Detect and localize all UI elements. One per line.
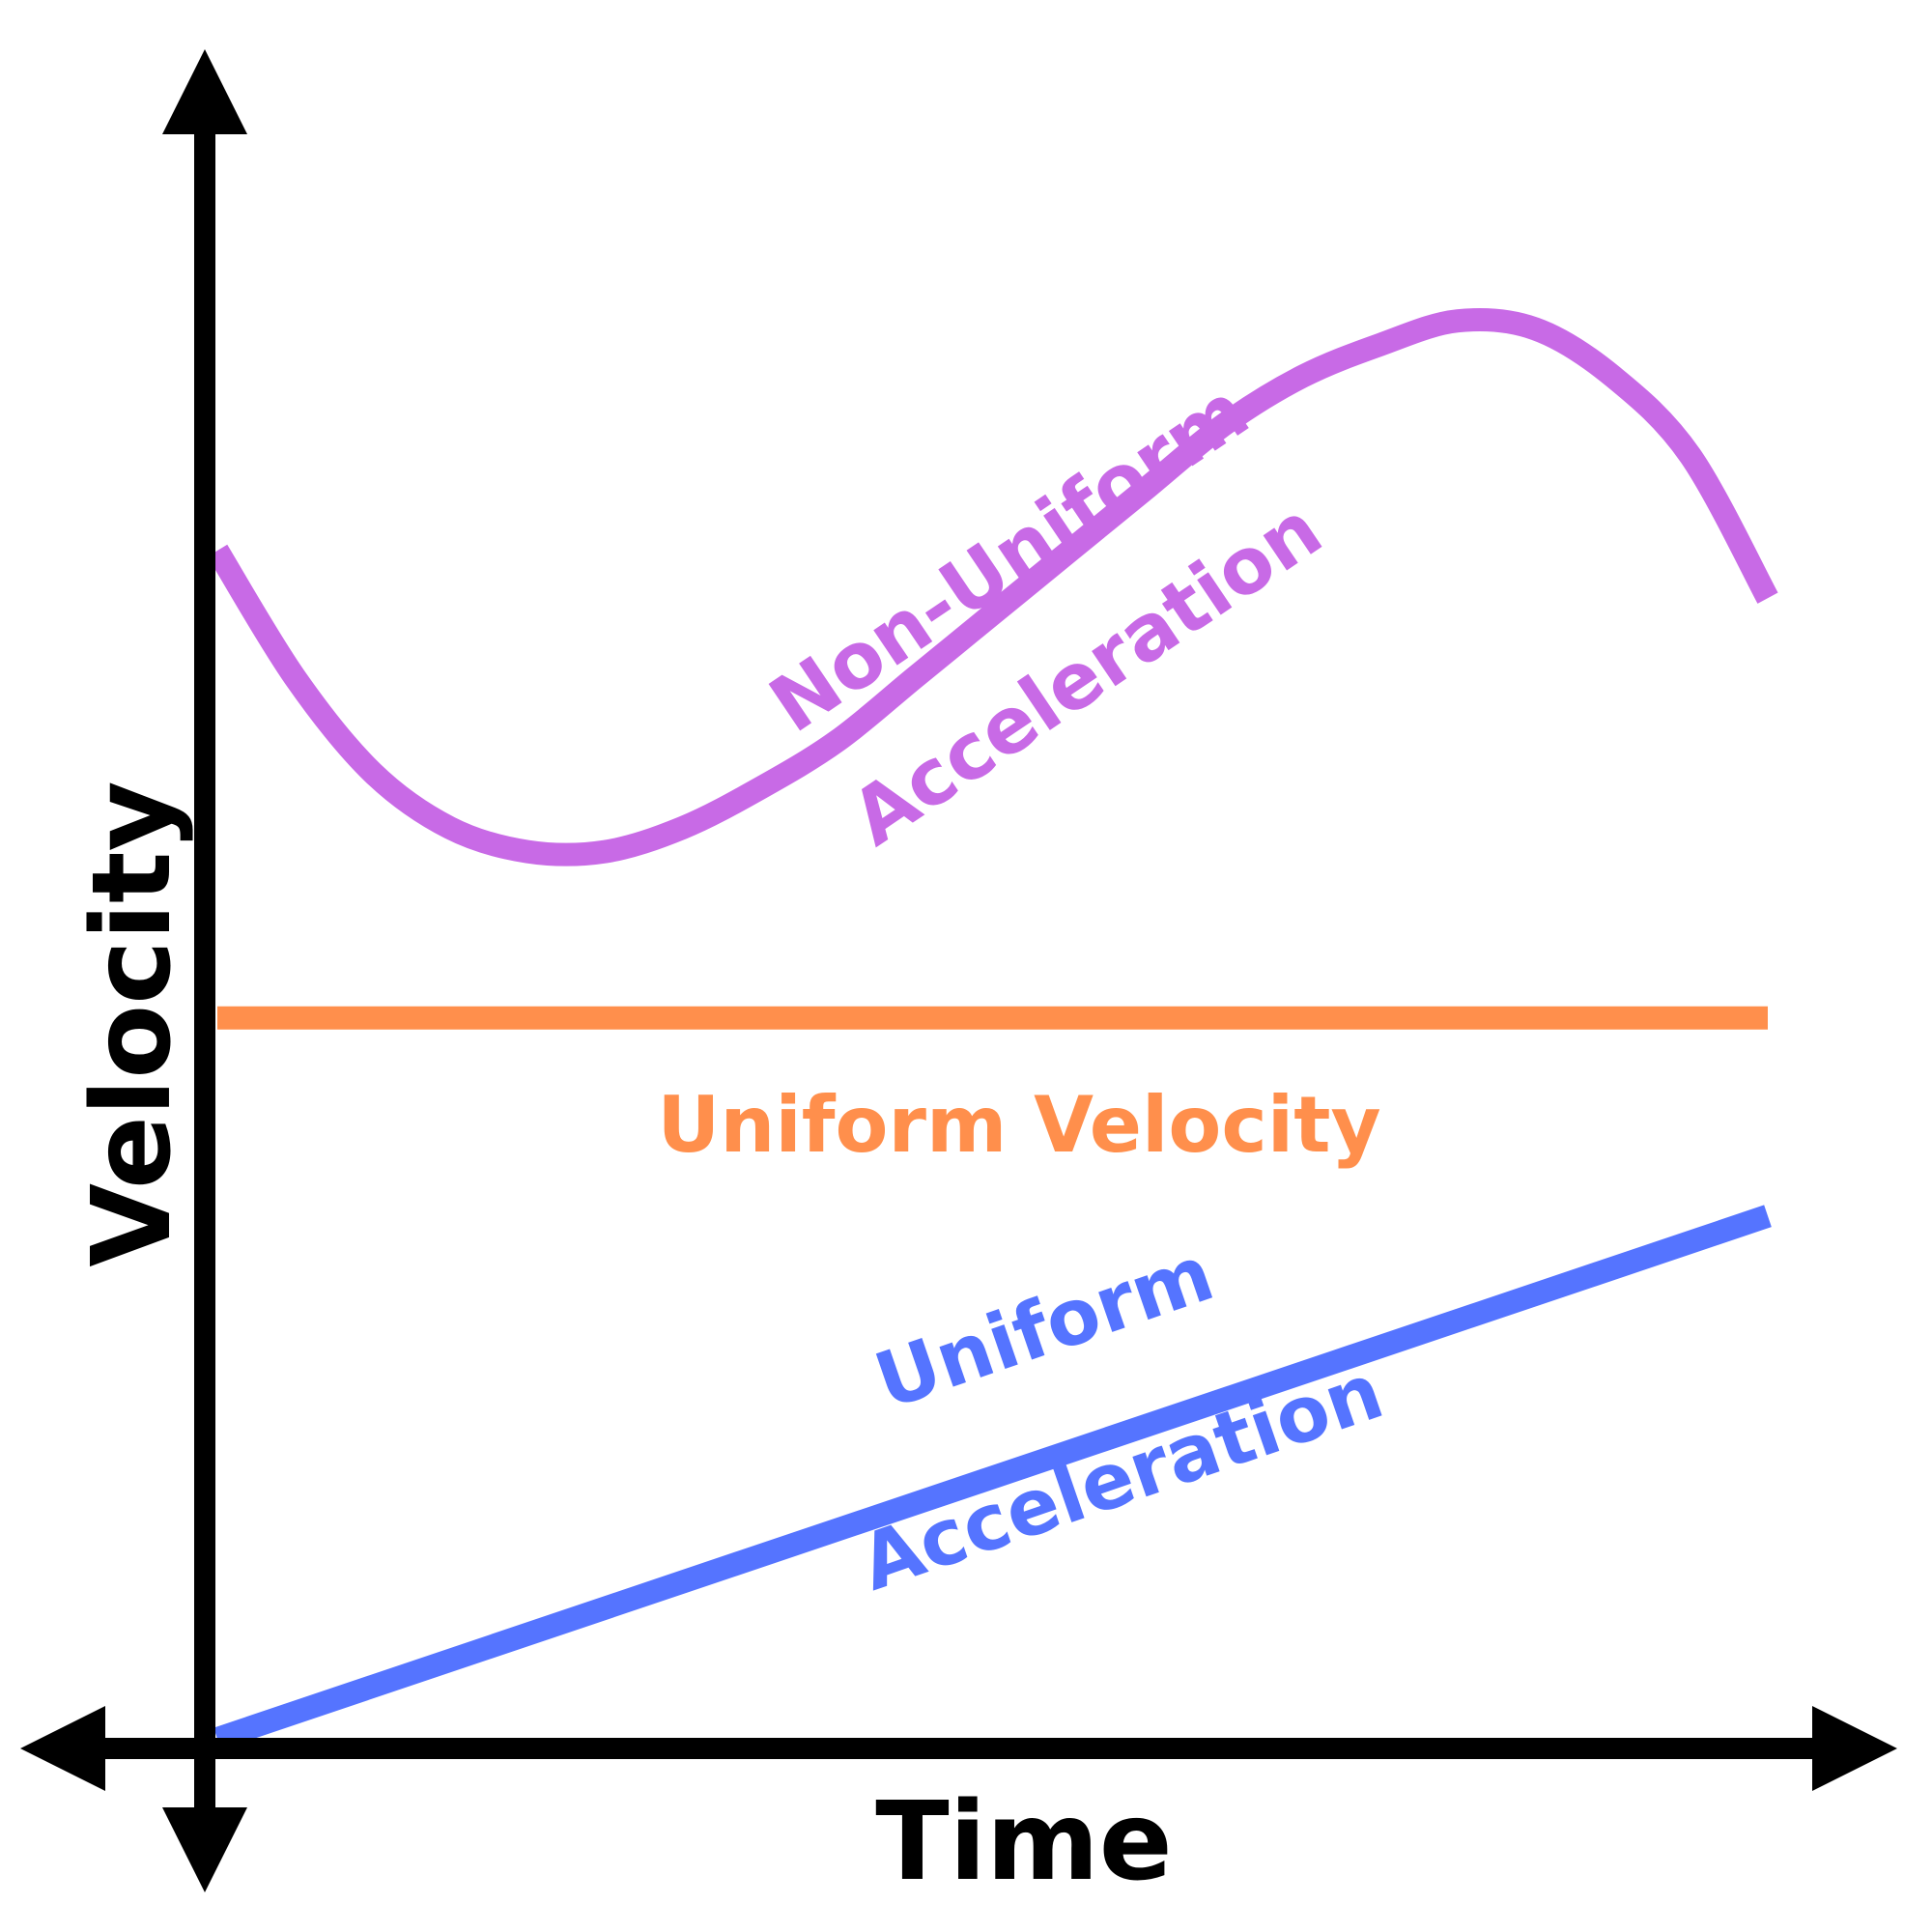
- uniform-acceleration-label-part-1: Uniform: [865, 1228, 1224, 1427]
- non-uniform-acceleration-line: [207, 307, 1778, 867]
- y-axis-title: Velocity: [70, 781, 195, 1266]
- axes: [20, 49, 1897, 1892]
- uniform-acceleration-line: [213, 1205, 1772, 1750]
- x-axis-title: Time: [875, 1779, 1172, 1905]
- series-layer: [207, 307, 1778, 1750]
- uniform-velocity-label: Uniform Velocity: [657, 1080, 1380, 1170]
